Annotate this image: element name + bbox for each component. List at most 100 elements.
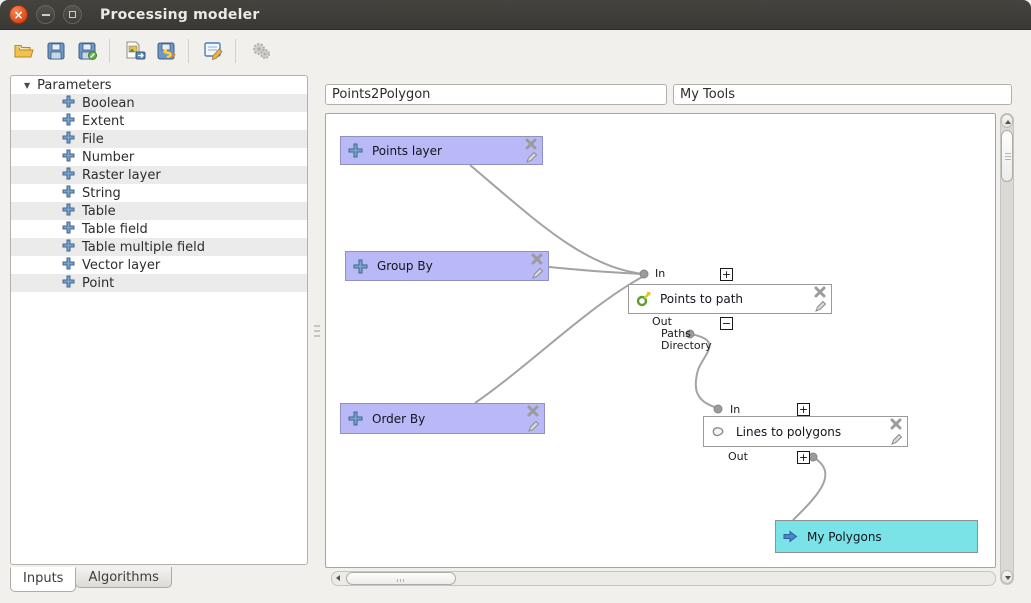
node-label: My Polygons [807,530,882,544]
edit-node-icon[interactable] [530,267,544,280]
tree-item-label: File [82,132,104,147]
edit-node-icon[interactable] [526,420,540,433]
tree-item-label: Vector layer [82,258,160,273]
algorithm-node-lines-to-polygons[interactable]: Lines to polygons [703,416,908,447]
tree-item-label: Table multiple field [82,240,205,255]
window-maximize-button[interactable] [63,5,82,24]
node-label: Order By [372,412,425,426]
model-name-input[interactable] [325,84,667,105]
expand-outputs-toggle[interactable]: + [797,451,810,464]
tree-item-string[interactable]: String [11,184,307,202]
panel-tabs: Inputs Algorithms [10,567,172,592]
add-param-icon [62,203,75,220]
tree-item-table-multiple-field[interactable]: Table multiple field [11,238,307,256]
expand-inputs-toggle[interactable]: + [797,403,810,416]
tree-item-point[interactable]: Point [11,274,307,292]
in-port-label: In [730,403,740,416]
tree-root-parameters[interactable]: ▼ Parameters [11,76,307,94]
expand-inputs-toggle[interactable]: + [720,268,733,281]
close-icon: × [13,9,23,21]
tab-algorithms[interactable]: Algorithms [75,567,171,588]
panel-splitter[interactable] [312,75,322,565]
collapse-outputs-toggle[interactable]: − [720,317,733,330]
points-to-path-icon [636,292,651,307]
output-node-my-polygons[interactable]: My Polygons [775,520,978,553]
tree-item-table[interactable]: Table [11,202,307,220]
minimize-icon [42,14,50,16]
edit-node-icon[interactable] [813,300,827,313]
add-param-icon [62,221,75,238]
delete-node-icon[interactable] [530,252,544,265]
tree-item-label: Point [82,276,114,291]
save-model-as-icon [78,42,98,60]
tab-inputs[interactable]: Inputs [10,567,76,592]
out-port-label: Out [728,450,748,463]
algorithm-node-points-to-path[interactable]: Points to path [628,284,832,314]
edit-node-icon[interactable] [889,433,903,446]
input-node-group-by[interactable]: Group By [345,251,549,281]
open-model-button[interactable] [10,37,38,65]
tree-item-label: Table [82,204,116,219]
edit-model-help-button[interactable] [200,37,228,65]
tree-item-extent[interactable]: Extent [11,112,307,130]
add-param-icon [62,257,75,274]
add-param-icon [348,411,363,426]
output-arrow-icon [783,530,798,543]
thumb-grip-icon [1005,153,1011,154]
node-label: Points to path [660,292,743,306]
splitter-grip-icon [314,325,320,327]
save-as-python-button[interactable] [153,37,181,65]
tree-item-boolean[interactable]: Boolean [11,94,307,112]
delete-node-icon[interactable] [524,137,538,150]
node-label: Points layer [372,144,442,158]
parameters-panel: ▼ Parameters Boolean Extent File Number … [10,75,308,565]
window-close-button[interactable]: × [9,5,28,24]
edit-node-icon[interactable] [524,151,538,164]
tree-root-label: Parameters [37,78,111,93]
scroll-up-icon [1005,120,1011,124]
export-as-image-button[interactable] [121,37,149,65]
toolbar-separator [188,39,189,63]
input-node-points-layer[interactable]: Points layer [340,136,543,165]
tree-item-number[interactable]: Number [11,148,307,166]
delete-node-icon[interactable] [526,404,540,417]
tree-item-raster-layer[interactable]: Raster layer [11,166,307,184]
save-as-python-icon [157,42,177,60]
titlebar: × Processing modeler [0,0,1031,30]
node-label: Group By [377,259,433,273]
open-model-icon [14,43,34,59]
model-canvas[interactable]: Points layer Group By Order By In + Poin… [325,113,996,568]
input-node-order-by[interactable]: Order By [340,403,545,434]
tree-item-label: Raster layer [82,168,161,183]
vertical-scrollbar-thumb[interactable] [1001,130,1013,182]
model-group-input[interactable] [673,84,1012,105]
tree-item-file[interactable]: File [11,130,307,148]
scroll-up-button[interactable] [1001,114,1013,128]
add-param-icon [62,167,75,184]
canvas-horizontal-scrollbar[interactable] [331,571,996,586]
scroll-down-icon [1005,576,1011,580]
tree-item-label: Table field [82,222,148,237]
add-param-icon [62,113,75,130]
save-model-as-button[interactable] [74,37,102,65]
tree-item-vector-layer[interactable]: Vector layer [11,256,307,274]
run-model-icon [250,41,272,61]
in-port-label: In [655,267,665,280]
tree-item-label: Extent [82,114,124,129]
add-param-icon [62,149,75,166]
collapse-caret-icon[interactable]: ▼ [24,81,30,90]
run-model-button[interactable] [247,37,275,65]
scroll-left-button[interactable] [332,572,346,585]
maximize-icon [69,11,76,18]
canvas-vertical-scrollbar[interactable] [1000,113,1014,585]
tree-item-table-field[interactable]: Table field [11,220,307,238]
save-model-button[interactable] [42,37,70,65]
delete-node-icon[interactable] [813,285,827,298]
scroll-down-button[interactable] [1001,570,1013,584]
delete-node-icon[interactable] [889,417,903,430]
tree-item-label: Number [82,150,134,165]
horizontal-scrollbar-thumb[interactable] [346,572,456,585]
window-minimize-button[interactable] [36,5,55,24]
edit-model-help-icon [203,41,225,61]
